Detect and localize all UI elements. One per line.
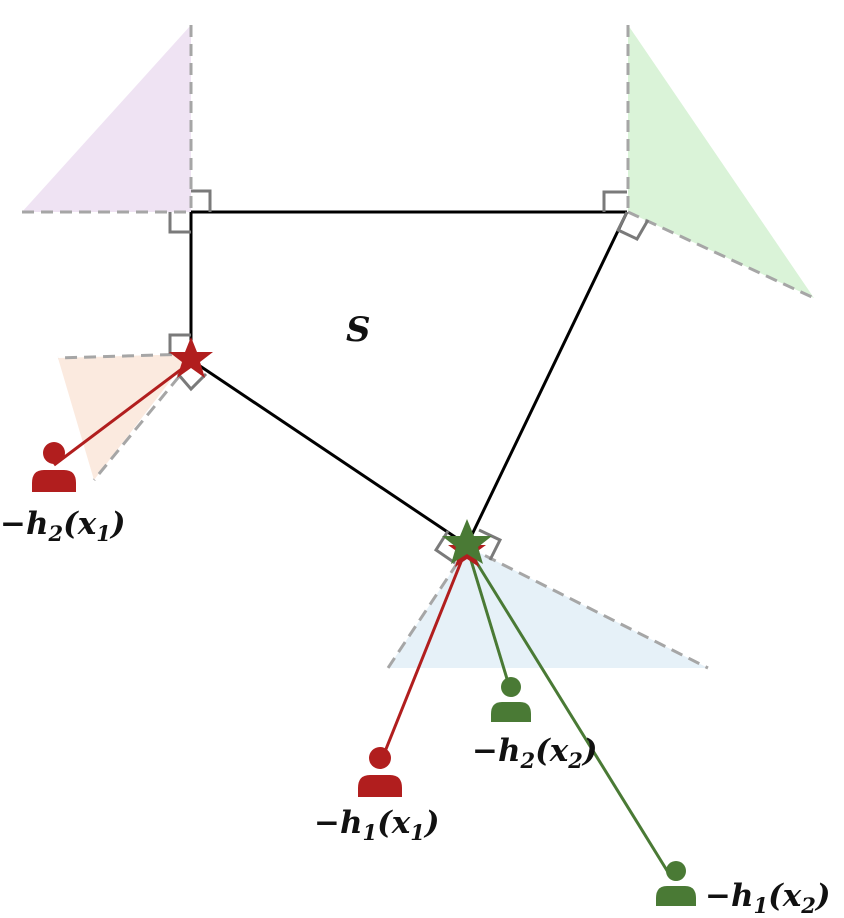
label-h2-x2: −h2(x2) [472, 733, 598, 773]
label-h2-x1: −h2(x1) [0, 506, 126, 546]
vector-h1-x2 [465, 546, 673, 878]
gradient-vectors [53, 360, 673, 878]
person-icon [491, 677, 531, 722]
normal-cone-top-left [22, 25, 193, 214]
polygon-edge [465, 211, 629, 546]
label-h1-x2: −h1(x2) [705, 878, 831, 918]
star-icon [169, 337, 213, 378]
cone-edge [57, 352, 192, 360]
right-angle-marker [176, 372, 208, 392]
person-icon [32, 442, 76, 492]
cone-fill-top-right [628, 25, 814, 298]
normal-cone-top-right [626, 25, 815, 300]
person-icon [358, 747, 402, 797]
cone-fill-top-left [22, 25, 191, 212]
star-icon [442, 519, 492, 564]
vector-h1-x1 [378, 546, 469, 765]
right-angle-marker [602, 190, 627, 212]
right-angle-marker [168, 333, 191, 354]
label-h1-x1: −h1(x1) [314, 805, 440, 845]
set-s-polygon [189, 210, 629, 547]
cone-edge [386, 546, 470, 669]
normal-cone-left-vertex [57, 352, 193, 481]
cone-edge [92, 361, 193, 481]
cone-edge [467, 545, 709, 670]
right-angle-marker [191, 189, 212, 212]
cone-edge [627, 210, 815, 300]
vector-h2-x2 [465, 546, 513, 693]
normal-cone-bottom-vertex [386, 545, 709, 670]
person-icon [656, 861, 696, 906]
cone-fill-bottom-vertex [388, 547, 708, 668]
right-angle-marker [168, 212, 191, 234]
polygon-edge [190, 358, 468, 547]
set-label: S [346, 310, 371, 350]
right-angle-marker [615, 211, 650, 241]
vertex-markers [169, 337, 492, 567]
cone-fill-left-vertex [58, 354, 191, 480]
vector-h2-x1 [53, 360, 192, 467]
right-angle-marker [478, 528, 503, 561]
